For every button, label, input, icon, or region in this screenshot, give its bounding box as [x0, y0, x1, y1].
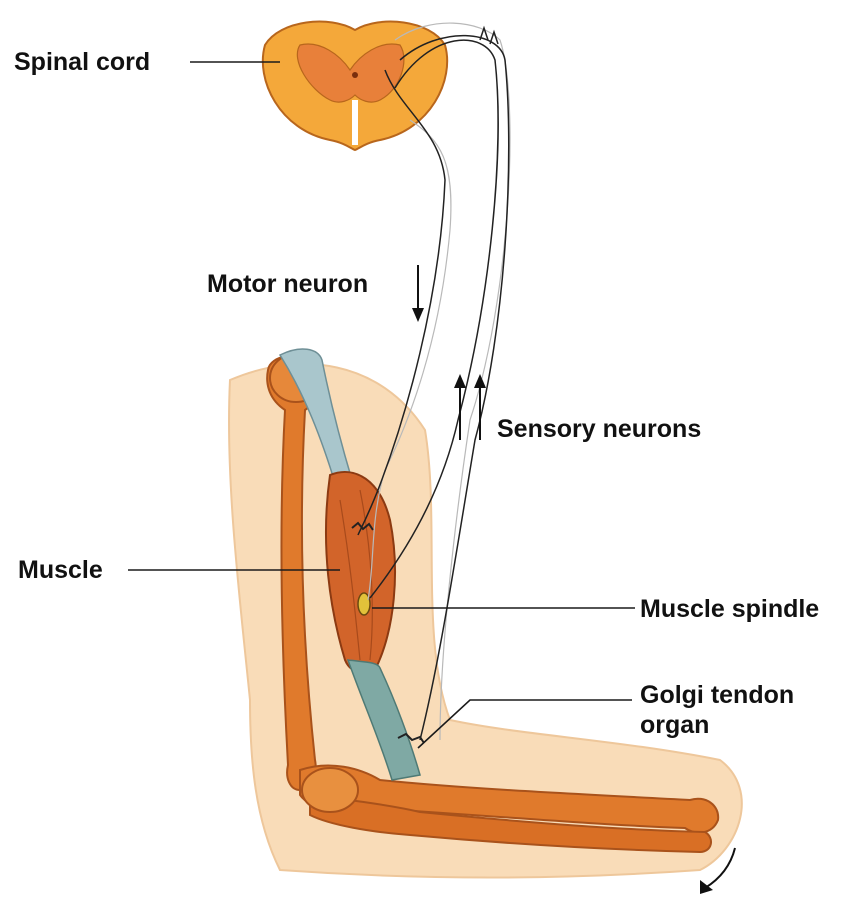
- motor-direction-arrow: [412, 265, 424, 322]
- muscle-spindle-label: Muscle spindle: [640, 595, 819, 623]
- sensory-direction-arrows: [454, 374, 486, 440]
- elbow-joint: [302, 768, 358, 812]
- spinal-cord-section: [263, 22, 447, 150]
- motor-neuron-label: Motor neuron: [207, 270, 368, 298]
- sensory-neurons-label: Sensory neurons: [497, 415, 701, 443]
- muscle-label: Muscle: [18, 556, 103, 584]
- golgi-tendon-label-line2: organ: [640, 711, 709, 739]
- spinal-cord-label: Spinal cord: [14, 48, 150, 76]
- golgi-tendon-label-line1: Golgi tendon: [640, 681, 794, 709]
